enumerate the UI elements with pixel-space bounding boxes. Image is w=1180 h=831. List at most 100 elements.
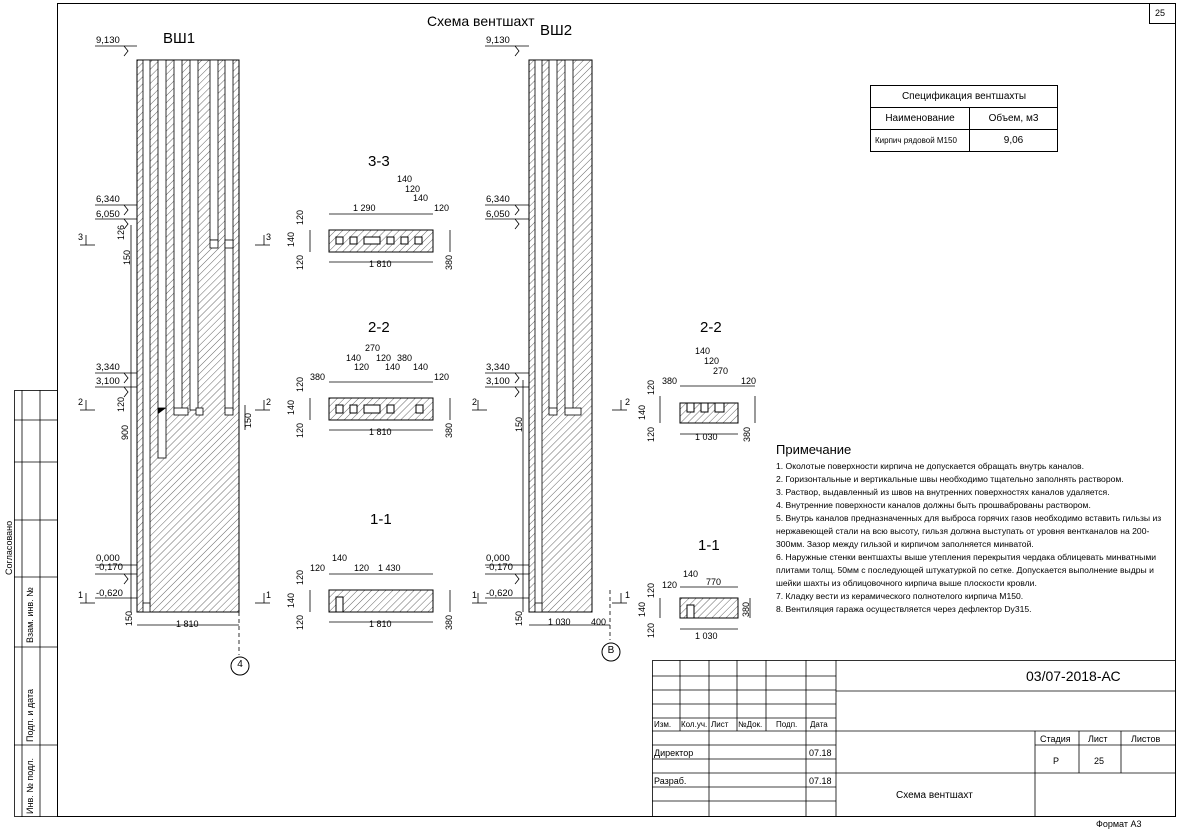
vsh1-level-6340: 6,340: [96, 194, 120, 205]
section-3-3: [309, 213, 451, 263]
left-strip-inv-orig: Инв. № подл.: [25, 757, 35, 814]
notes-heading: Примечание: [776, 442, 852, 457]
vsh2-level-minus0170: -0,170: [486, 562, 513, 573]
s33-dim-1290: 1 290: [353, 203, 376, 213]
s33-left-140: 140: [286, 231, 296, 247]
cut-mark-3-right: 3: [266, 232, 272, 242]
vsh2-level-3340: 3,340: [486, 362, 510, 373]
dim-150-d: 150: [514, 416, 524, 432]
s11b-bottom-1030: 1 030: [695, 631, 718, 641]
shaft-vsh1-name: ВШ1: [163, 30, 196, 47]
cut-mark-1-right-b: 1: [625, 590, 631, 600]
vsh1-level-3340: 3,340: [96, 362, 120, 373]
vsh2-level-3100: 3,100: [486, 376, 510, 387]
s11b-left-140: 140: [637, 601, 647, 617]
left-strip-agreed: Согласовано: [4, 520, 14, 575]
s33-dim-140-a: 140: [397, 174, 413, 184]
s33-dim-140-b: 140: [413, 193, 429, 203]
cut-mark-2-left-b: 2: [472, 397, 478, 407]
cut-mark-1-left: 1: [78, 590, 84, 600]
stamp-role-developer: Разраб.: [654, 776, 687, 786]
stamp-title: Схема вентшахт: [896, 790, 973, 801]
note-2: 2. Горизонтальные и вертикальные швы нео…: [776, 474, 1124, 484]
section-2-2-b: [659, 385, 756, 435]
note-1: 1. Околотые поверхности кирпича не допус…: [776, 461, 1084, 471]
note-6: 6. Наружные стенки вентшахты выше утепле…: [776, 552, 1157, 588]
s22a-left-120-a: 120: [295, 376, 305, 392]
s33-left-120-b: 120: [295, 254, 305, 270]
s22a-dim-140-c: 140: [413, 362, 429, 372]
cut-mark-2-right-b: 2: [625, 397, 631, 407]
left-strip-inv-zam: Взам. инв. №: [25, 587, 35, 643]
vsh1-level-6050: 6,050: [96, 209, 120, 220]
vsh2-extra-dim: 400: [591, 617, 607, 627]
spec-table: Спецификация вентшахты Наименование Объе…: [870, 85, 1058, 152]
s11b-dim-140: 140: [683, 569, 699, 579]
title-stamp-grid: [652, 660, 1176, 817]
s22a-dim-120-b: 120: [376, 353, 392, 363]
shaft-vsh2: [528, 59, 593, 613]
dim-900: 900: [120, 424, 130, 440]
stamp-sheet-value: 25: [1094, 756, 1105, 766]
drawing-title: Схема вентшахт: [427, 13, 535, 29]
s33-bottom-1810: 1 810: [369, 259, 392, 269]
s22b-left-140: 140: [637, 404, 647, 420]
vsh1-level-minus0170: -0,170: [96, 562, 123, 573]
spec-col-volume: Объем, м3: [969, 107, 1058, 130]
vsh1-level-0000: 0,000: [96, 553, 120, 564]
section-1-1-a: [309, 573, 451, 623]
stamp-format: Формат А3: [1096, 819, 1142, 829]
s11a-dim-120-b: 120: [354, 563, 370, 573]
vsh2-width-dim: 1 030: [548, 617, 571, 627]
stamp-role-director: Директор: [654, 748, 694, 758]
cut-mark-1-right: 1: [266, 590, 272, 600]
shaft-vsh2-name: ВШ2: [540, 22, 573, 39]
s22b-dim-120-a: 120: [704, 356, 720, 366]
left-strip-sign-date: Подп. и дата: [25, 688, 35, 742]
s22b-right-380: 380: [742, 426, 752, 442]
axis-4-label: 4: [237, 659, 243, 670]
sheet-number: 25: [1155, 8, 1166, 18]
section-3-3-title: 3-3: [368, 153, 390, 170]
dim-126: 126: [116, 224, 126, 240]
note-3: 3. Раствор, выдавленный из швов на внутр…: [776, 487, 1110, 497]
dim-150-b: 150: [243, 412, 253, 428]
s11b-left-120-b: 120: [646, 622, 656, 638]
s22a-dim-140-a: 140: [346, 353, 362, 363]
s22a-dim-140-b: 140: [385, 362, 401, 372]
note-5: 5. Внутрь каналов предназначенных для вы…: [776, 513, 1162, 549]
s11b-dim-770: 770: [706, 577, 722, 587]
s11a-left-120-b: 120: [295, 614, 305, 630]
stamp-sheet-label: Лист: [1088, 734, 1108, 744]
spec-item-name: Кирпич рядовой М150: [870, 129, 970, 152]
dim-150-a: 150: [122, 249, 132, 265]
vsh2-level-6340: 6,340: [486, 194, 510, 205]
vsh2-level-9130: 9,130: [486, 35, 510, 46]
s22b-bottom-1030: 1 030: [695, 432, 718, 442]
note-7: 7. Кладку вести из керамического полноте…: [776, 591, 1024, 601]
dim-150-c: 150: [124, 610, 134, 626]
s11a-dim-1430: 1 430: [378, 563, 401, 573]
vsh2-level-6050: 6,050: [486, 209, 510, 220]
stamp-header-ndok: №Док.: [738, 720, 763, 729]
s33-dim-120-a: 120: [405, 184, 421, 194]
note-8: 8. Вентиляция гаража осуществляется чере…: [776, 604, 1032, 614]
s11b-right-380: 380: [741, 601, 751, 617]
vsh2-level-lines: [472, 45, 627, 640]
s22a-dim-270: 270: [365, 343, 381, 353]
s22b-dim-120-b: 120: [741, 376, 757, 386]
spec-title: Спецификация вентшахты: [870, 85, 1058, 108]
stamp-stage-label: Стадия: [1040, 734, 1071, 744]
vsh1-level-3100: 3,100: [96, 376, 120, 387]
s11a-dim-140: 140: [332, 553, 348, 563]
axis-v-label: В: [607, 645, 615, 656]
s22b-dim-270: 270: [713, 366, 729, 376]
cut-mark-2-left: 2: [78, 397, 84, 407]
section-2-2-a: [309, 381, 451, 431]
section-1-1-b: [659, 586, 751, 630]
s33-right-380: 380: [444, 254, 454, 270]
stamp-code: 03/07-2018-АС: [1026, 668, 1121, 684]
vsh1-level-minus0620: -0,620: [96, 588, 123, 599]
stamp-date-developer: 07.18: [809, 776, 832, 786]
